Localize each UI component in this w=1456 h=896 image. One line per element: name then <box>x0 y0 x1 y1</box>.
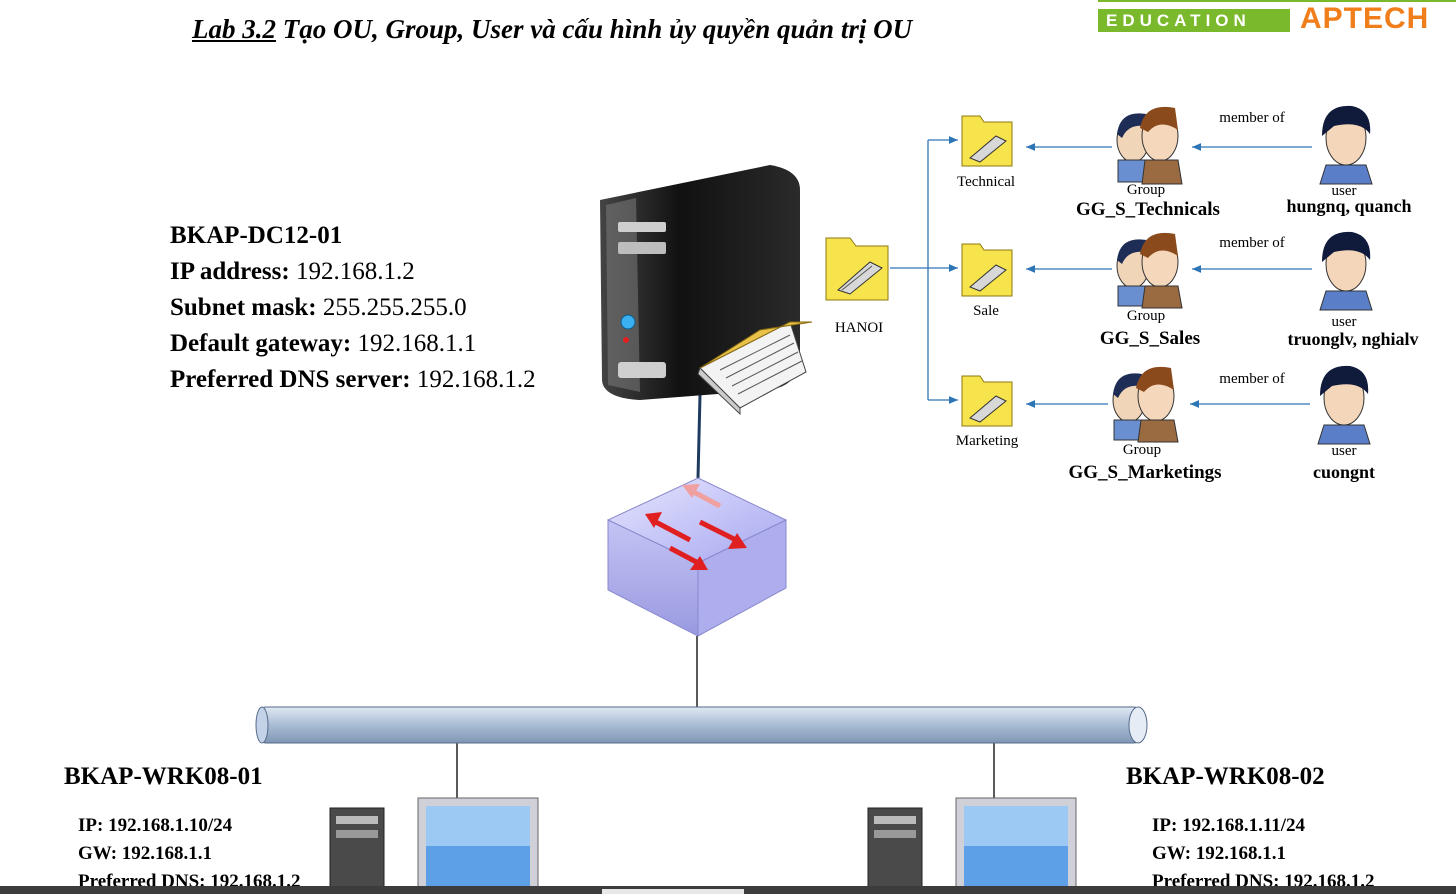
ou-label-marketing: Marketing <box>955 433 1019 449</box>
user-caption: user <box>1331 183 1357 199</box>
wrk2-name: BKAP-WRK08-02 <box>1126 763 1325 790</box>
wrk2-info: IP: 192.168.1.11/24 GW: 192.168.1.1 Pref… <box>1152 812 1375 896</box>
member-of-label: member of <box>1219 371 1285 387</box>
group-name-sales: GG_S_Sales <box>1099 328 1201 349</box>
user-icon <box>1319 231 1373 311</box>
folder-icon <box>961 243 1013 297</box>
dc-mask: Subnet mask: 255.255.255.0 <box>170 294 467 321</box>
switch-icon <box>606 477 788 637</box>
member-of-label: member of <box>1219 235 1285 251</box>
monitor-icon <box>417 797 539 894</box>
wrk1-name: BKAP-WRK08-01 <box>64 763 263 790</box>
monitor-icon <box>955 797 1077 894</box>
lab-title-text: Tạo OU, Group, User và cấu hình ủy quyền… <box>276 14 913 44</box>
user-icon <box>1317 365 1371 445</box>
folder-icon <box>825 237 889 301</box>
group-name-marketings: GG_S_Marketings <box>1068 462 1222 483</box>
root-ou-label: HANOI <box>834 320 884 336</box>
user-names-technical: hungnq, quanch <box>1286 196 1412 216</box>
dc-name: BKAP-DC12-01 <box>170 222 343 249</box>
folder-icon <box>961 115 1013 167</box>
user-names-sale: truonglv, nghialv <box>1287 329 1419 349</box>
logo-top-band <box>1098 0 1456 2</box>
aptech-logo: EDUCATION APTECH <box>1098 0 1456 36</box>
wrk1-info: IP: 192.168.1.10/24 GW: 192.168.1.1 Pref… <box>78 812 301 896</box>
group-icon <box>1116 232 1183 309</box>
server-switch-link <box>696 394 702 479</box>
lab-number: Lab 3.2 <box>192 14 276 44</box>
workstation-icon <box>329 807 385 894</box>
user-caption: user <box>1331 443 1357 459</box>
dc-gateway: Default gateway: 192.168.1.1 <box>170 330 477 357</box>
wrk1-gw: GW: 192.168.1.1 <box>78 843 213 864</box>
dc-ip: IP address: 192.168.1.2 <box>170 258 415 285</box>
group-caption: Group <box>1126 308 1166 324</box>
dc-dns: Preferred DNS server: 192.168.1.2 <box>170 366 536 393</box>
group-caption: Group <box>1126 182 1166 198</box>
taskbar-item[interactable] <box>602 889 744 894</box>
wrk2-ip: IP: 192.168.1.11/24 <box>1152 815 1306 836</box>
logo-aptech: APTECH <box>1300 2 1430 35</box>
folder-icon <box>961 375 1013 427</box>
server-icon <box>600 165 813 416</box>
group-name-technicals: GG_S_Technicals <box>1076 199 1220 220</box>
dc-info: BKAP-DC12-01 IP address: 192.168.1.2 Sub… <box>170 218 536 398</box>
ou-label-technical: Technical <box>956 174 1016 190</box>
wrk1-ip: IP: 192.168.1.10/24 <box>78 815 233 836</box>
member-of-label: member of <box>1219 110 1285 126</box>
logo-education: EDUCATION <box>1098 9 1290 32</box>
group-caption: Group <box>1122 442 1162 458</box>
ou-label-sale: Sale <box>973 303 999 319</box>
group-icon <box>1116 106 1183 185</box>
page-title: Lab 3.2 Tạo OU, Group, User và cấu hình … <box>192 14 912 45</box>
workstation-icon <box>867 807 923 894</box>
user-caption: user <box>1331 314 1357 330</box>
user-icon <box>1319 105 1373 185</box>
user-names-marketing: cuongnt <box>1312 462 1375 482</box>
group-icon <box>1112 366 1179 443</box>
network-bus <box>255 706 1148 744</box>
wrk2-gw: GW: 192.168.1.1 <box>1152 843 1287 864</box>
